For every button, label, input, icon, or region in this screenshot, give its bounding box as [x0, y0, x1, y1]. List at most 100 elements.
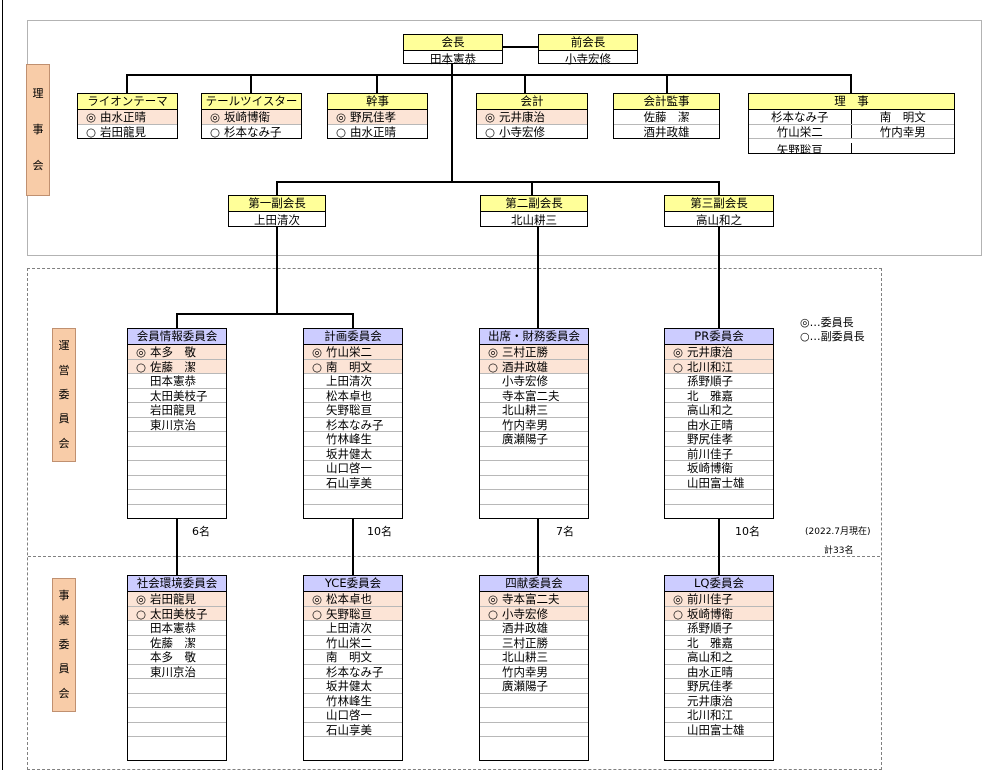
committee-box: 計画委員会◎竹山栄二○南 明文上田清次松本卓也矢野聡亘杉本なみ子竹林峰生坂井健太…	[303, 328, 403, 519]
connector-line	[537, 227, 539, 329]
operations-label-char: 運	[58, 339, 70, 353]
member-row: 本多 敬	[128, 650, 226, 665]
member-name: 矢野聡亘	[326, 606, 372, 621]
director-name: 南 明文	[879, 110, 926, 124]
member-name: 坂井健太	[326, 679, 372, 693]
vice-president-name: 高山和之	[696, 213, 742, 227]
member-name: 太田美枝子	[150, 606, 208, 621]
connector-line	[376, 74, 378, 94]
member-row: 孫野順子	[665, 621, 773, 636]
member-name: 矢野聡亘	[326, 403, 372, 417]
vice-president-box: 第一副会長 上田清次	[228, 195, 326, 227]
directors-row: 竹山栄二竹内幸男	[749, 124, 954, 139]
board-label-char: 理	[32, 87, 44, 100]
member-row: 酒井政雄	[480, 621, 588, 636]
empty-row	[128, 708, 226, 723]
committee-box: 出席・財務委員会◎三村正勝○酒井政雄小寺宏修寺本富二夫北山耕三竹内幸男廣瀬陽子	[479, 328, 589, 519]
connector-line	[718, 519, 720, 576]
connector-line	[352, 313, 354, 329]
member-name: 本多 敬	[150, 345, 196, 359]
president-name: 田本憲恭	[430, 52, 476, 66]
member-row: ◎寺本富二夫	[480, 592, 588, 607]
empty-row	[128, 505, 226, 520]
board-role-title: 幹事	[328, 94, 427, 110]
empty-row	[128, 490, 226, 505]
projects-label-char: 員	[58, 662, 70, 676]
director-name: 杉本なみ子	[749, 110, 852, 124]
member-row: 孫野順子	[665, 374, 773, 389]
member-name: 北川和江	[687, 708, 733, 722]
member-name: 佐藤 潔	[150, 635, 196, 650]
past-president-title: 前会長	[539, 35, 637, 51]
board-role-box: 会計 ◎元井康治 ○小寺宏修	[476, 93, 588, 139]
member-row: 田本憲恭	[128, 374, 226, 389]
operations-label-char: 営	[58, 363, 70, 377]
member-row: 竹内幸男	[480, 665, 588, 679]
empty-row	[665, 737, 773, 752]
member-name: 上田清次	[326, 374, 372, 388]
member-row: ○坂崎博衛	[665, 606, 773, 621]
empty-row	[480, 447, 588, 461]
member-name: 坂崎博衛	[687, 461, 733, 475]
auditor-title: 会計監事	[614, 94, 719, 110]
board-role-box: テールツイスター ◎坂崎博衛 ○杉本なみ子	[201, 93, 302, 139]
projects-label-char: 委	[58, 637, 70, 651]
committee-count: 7名	[556, 525, 574, 538]
connector-line	[451, 63, 453, 181]
chair-mark: ◎	[311, 592, 323, 606]
member-row: 佐藤 潔	[128, 635, 226, 650]
member-name: 山口啓一	[326, 708, 372, 722]
member-name: 本多 敬	[150, 650, 196, 664]
vice-mark: ○	[311, 606, 323, 621]
member-name: 由水正晴	[100, 110, 146, 124]
president-box: 会長 田本憲恭	[403, 34, 503, 66]
member-name: 南 明文	[326, 650, 372, 664]
connector-line	[666, 74, 668, 94]
operations-side-label: 運 営 委 員 会	[52, 328, 76, 462]
member-name: 野尻佳孝	[687, 679, 733, 693]
committee-divider	[28, 556, 880, 557]
member-name: 上田清次	[326, 621, 372, 635]
committee-title: 会員情報委員会	[128, 329, 226, 345]
connector-line	[718, 181, 720, 196]
chair-mark: ◎	[85, 110, 97, 124]
chair-mark: ◎	[311, 345, 323, 359]
operations-label-char: 会	[58, 436, 70, 450]
vice-mark: ○	[135, 606, 147, 621]
directors-title: 理 事	[749, 94, 954, 110]
operations-label-char: 委	[58, 387, 70, 401]
member-row: 南 明文	[304, 650, 402, 665]
member-name: 小寺宏修	[499, 124, 545, 139]
member-name: 前川佳子	[687, 446, 733, 461]
committee-count: 10名	[367, 525, 392, 538]
member-name: 竹山栄二	[326, 635, 372, 650]
vice-president-name: 上田清次	[254, 213, 300, 227]
member-row: 高山和之	[665, 403, 773, 418]
member-name: 石山享美	[326, 722, 372, 737]
member-row: 竹林峰生	[304, 432, 402, 447]
empty-row	[480, 723, 588, 737]
member-row: ◎前川佳子	[665, 592, 773, 607]
member-name: 山田富士雄	[687, 722, 745, 737]
vice-mark: ○	[209, 124, 221, 139]
member-name: 由水正晴	[687, 664, 733, 679]
member-row: 北 雅嘉	[665, 636, 773, 650]
member-row: 太田美枝子	[128, 389, 226, 403]
connector-line	[850, 74, 852, 94]
committee-title: 社会環境委員会	[128, 576, 226, 592]
member-row: 石山享美	[304, 722, 402, 737]
member-row: 東川京治	[128, 418, 226, 432]
member-name: 山口啓一	[326, 461, 372, 475]
member-name: 坂井健太	[326, 446, 372, 461]
member-name: 杉本なみ子	[224, 124, 282, 139]
member-name: 野尻佳孝	[687, 432, 733, 446]
member-name: 坂崎博衛	[687, 606, 733, 621]
vice-mark: ○	[85, 124, 97, 139]
board-label-char: 事	[32, 123, 44, 136]
member-row: ○南 明文	[304, 359, 402, 374]
member-name: 岩田龍見	[150, 592, 196, 606]
committee-box: PR委員会◎元井康治○北川和江孫野順子北 雅嘉高山和之由水正晴野尻佳孝前川佳子坂…	[664, 328, 774, 519]
connector-line	[352, 519, 354, 576]
projects-label-char: 会	[58, 686, 70, 700]
committee-title: PR委員会	[665, 329, 773, 345]
